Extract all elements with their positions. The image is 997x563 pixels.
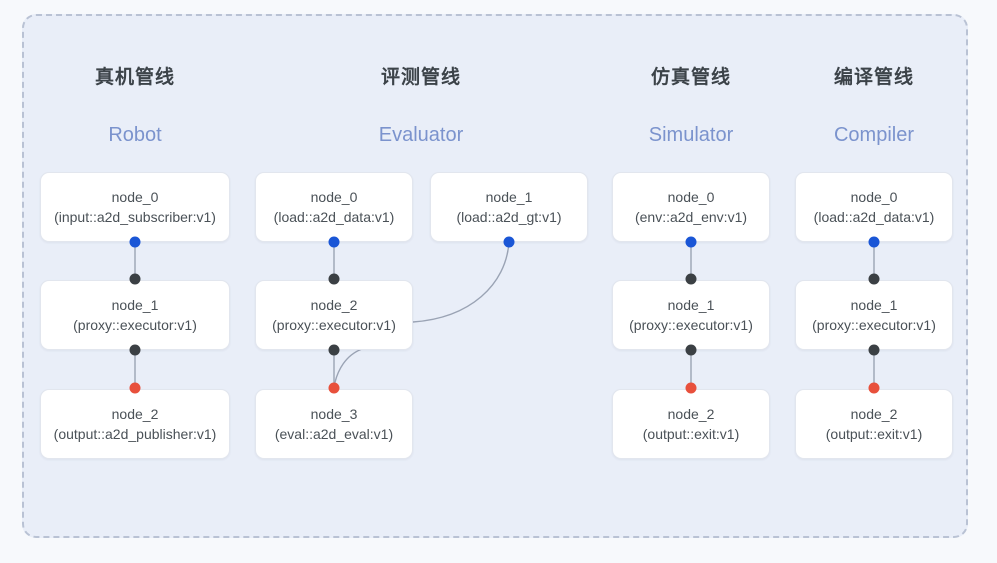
port-input-simulator-1[interactable] [685, 273, 697, 285]
node-type: (input::a2d_subscriber:v1) [54, 209, 216, 225]
node-evaluator-3[interactable]: node_3 (eval::a2d_eval:v1) [255, 389, 413, 459]
node-id: node_1 [850, 297, 898, 313]
node-simulator-2[interactable]: node_2 (output::exit:v1) [612, 389, 770, 459]
node-id: node_0 [667, 189, 715, 205]
node-id: node_1 [667, 297, 715, 313]
port-output-evaluator-1[interactable] [503, 236, 515, 248]
node-type: (env::a2d_env:v1) [634, 209, 748, 225]
port-output-robot-0[interactable] [129, 236, 141, 248]
node-id: node_2 [310, 297, 358, 313]
node-type: (output::exit:v1) [825, 426, 923, 442]
port-input-compiler-1[interactable] [868, 273, 880, 285]
node-id: node_1 [111, 297, 159, 313]
node-type: (eval::a2d_eval:v1) [274, 426, 394, 442]
node-type: (load::a2d_gt:v1) [456, 209, 562, 225]
node-id: node_2 [111, 406, 159, 422]
node-simulator-0[interactable]: node_0 (env::a2d_env:v1) [612, 172, 770, 242]
port-output-simulator-0[interactable] [685, 236, 697, 248]
node-robot-2[interactable]: node_2 (output::a2d_publisher:v1) [40, 389, 230, 459]
port-input-compiler-2[interactable] [868, 382, 880, 394]
node-type: (output::a2d_publisher:v1) [53, 426, 217, 442]
node-type: (output::exit:v1) [642, 426, 740, 442]
port-output-evaluator-0[interactable] [328, 236, 340, 248]
port-output-evaluator-2[interactable] [328, 344, 340, 356]
node-id: node_1 [485, 189, 533, 205]
node-id: node_2 [667, 406, 715, 422]
node-id: node_0 [310, 189, 358, 205]
node-type: (load::a2d_data:v1) [813, 209, 935, 225]
node-robot-0[interactable]: node_0 (input::a2d_subscriber:v1) [40, 172, 230, 242]
port-input-evaluator-2[interactable] [328, 273, 340, 285]
node-type: (proxy::executor:v1) [812, 317, 936, 333]
port-input-simulator-2[interactable] [685, 382, 697, 394]
node-evaluator-0[interactable]: node_0 (load::a2d_data:v1) [255, 172, 413, 242]
node-robot-1[interactable]: node_1 (proxy::executor:v1) [40, 280, 230, 350]
node-id: node_0 [111, 189, 159, 205]
port-output-compiler-0[interactable] [868, 236, 880, 248]
port-output-robot-1[interactable] [129, 344, 141, 356]
node-type: (proxy::executor:v1) [73, 317, 197, 333]
node-id: node_3 [310, 406, 358, 422]
node-id: node_0 [850, 189, 898, 205]
node-compiler-2[interactable]: node_2 (output::exit:v1) [795, 389, 953, 459]
node-evaluator-2[interactable]: node_2 (proxy::executor:v1) [255, 280, 413, 350]
port-input-robot-2[interactable] [129, 382, 141, 394]
node-compiler-1[interactable]: node_1 (proxy::executor:v1) [795, 280, 953, 350]
node-compiler-0[interactable]: node_0 (load::a2d_data:v1) [795, 172, 953, 242]
node-simulator-1[interactable]: node_1 (proxy::executor:v1) [612, 280, 770, 350]
port-output-compiler-1[interactable] [868, 344, 880, 356]
node-id: node_2 [850, 406, 898, 422]
node-type: (proxy::executor:v1) [272, 317, 396, 333]
port-input-evaluator-3[interactable] [328, 382, 340, 394]
node-type: (proxy::executor:v1) [629, 317, 753, 333]
pipeline-panel [22, 14, 968, 538]
node-type: (load::a2d_data:v1) [273, 209, 395, 225]
port-output-simulator-1[interactable] [685, 344, 697, 356]
node-evaluator-1[interactable]: node_1 (load::a2d_gt:v1) [430, 172, 588, 242]
port-input-robot-1[interactable] [129, 273, 141, 285]
